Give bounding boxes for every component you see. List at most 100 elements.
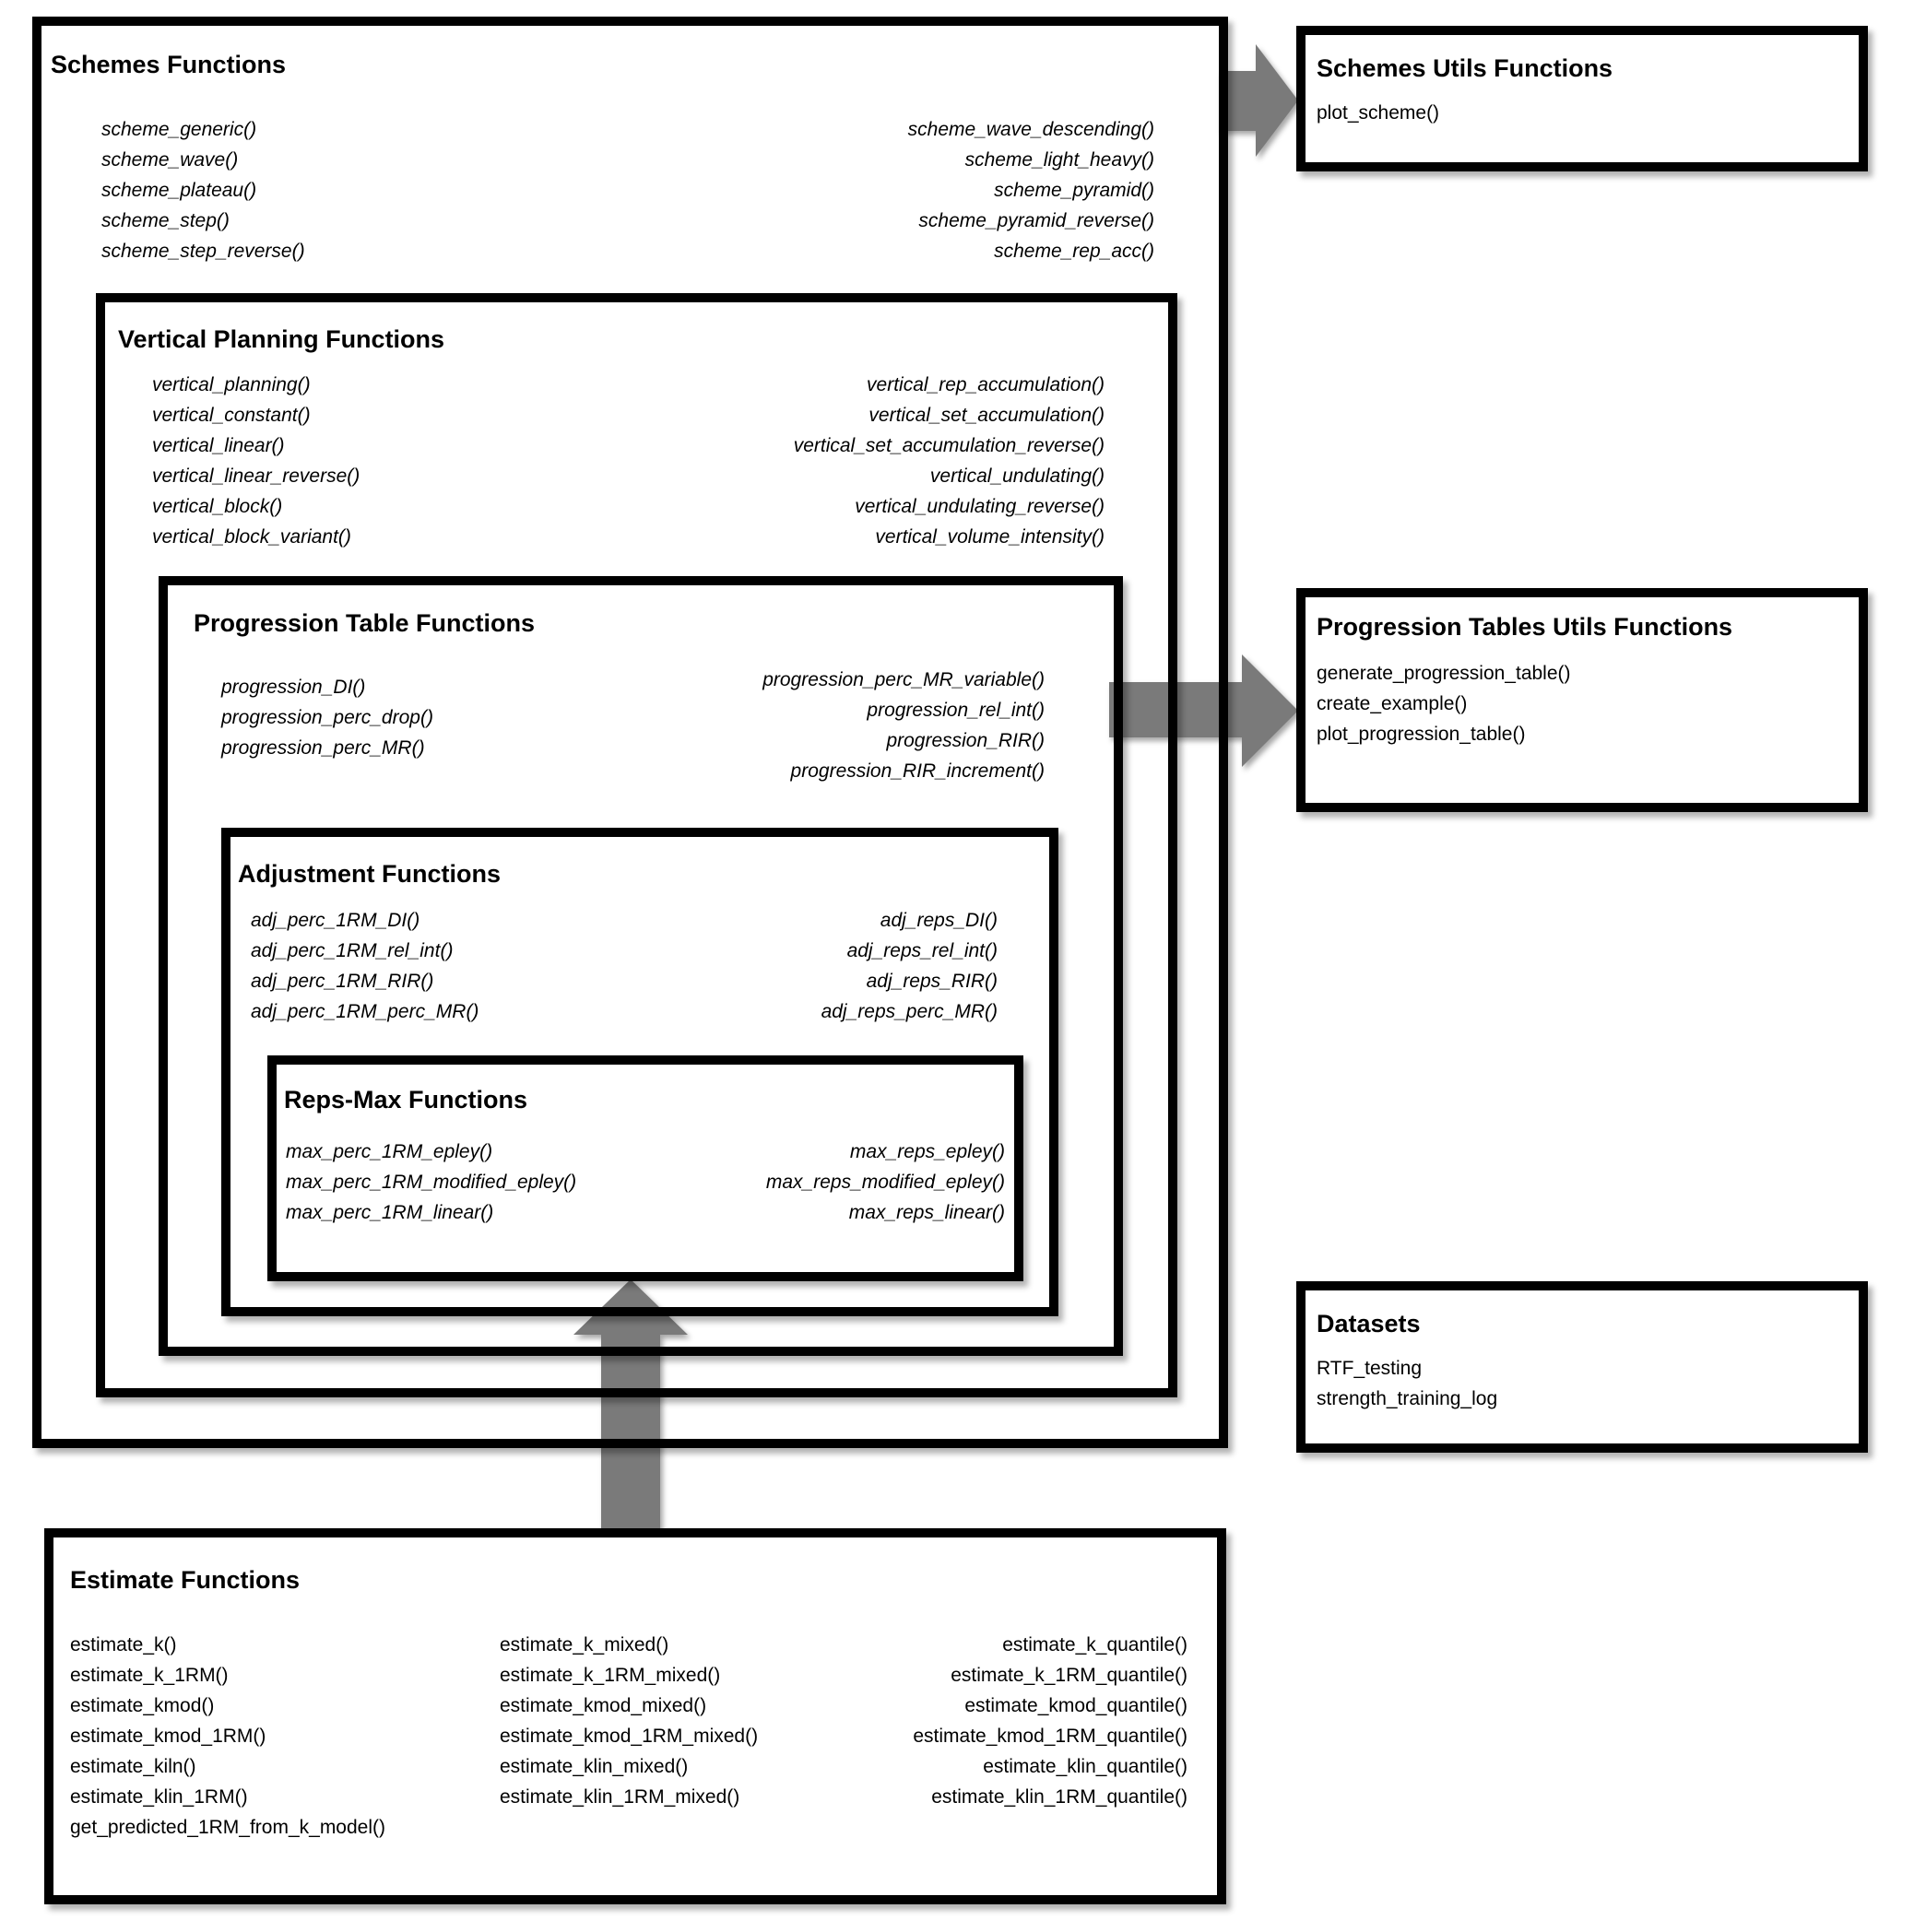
- function-label: scheme_light_heavy(): [964, 149, 1154, 171]
- schemes-functions-box: Schemes Functions scheme_generic()scheme…: [32, 17, 1228, 1448]
- adjustment-right-column: adj_reps_DI() adj_reps_rel_int() adj_reps_…: [821, 905, 998, 1027]
- vertical-planning-left-column: vertical_planning()vertical_constant()ve…: [152, 370, 360, 552]
- function-label: adj_reps_DI(): [880, 910, 998, 931]
- schemes-utils-functions-title: Schemes Utils Functions: [1317, 54, 1613, 82]
- function-label: plot_scheme(): [1317, 102, 1440, 124]
- reps-max-left-column: max_perc_1RM_epley() max_perc_1RM_modifie…: [286, 1137, 576, 1228]
- function-label: adj_perc_1RM_DI(): [251, 910, 420, 931]
- function-label: vertical_volume_intensity(): [875, 526, 1105, 548]
- reps-max-right-column: max_reps_epley() max_reps_modified_epley(…: [766, 1137, 1005, 1228]
- vertical-planning-right-column: vertical_rep_accumulation() vertical_set_…: [794, 370, 1105, 552]
- function-label: scheme_wave_descending(): [907, 119, 1154, 140]
- function-label: scheme_generic(): [101, 119, 257, 140]
- reps-max-functions-box: Reps-Max Functions max_perc_1RM_epley()m…: [267, 1055, 1023, 1281]
- estimate-left-column: estimate_k() estimate_k_1RM() estimate_kmo…: [70, 1630, 385, 1843]
- function-label: scheme_plateau(): [101, 180, 257, 201]
- estimate-functions-box: Estimate Functions estimate_k()estimate_…: [44, 1528, 1226, 1904]
- function-label: max_perc_1RM_modified_epley(): [286, 1172, 577, 1193]
- function-label: progression_perc_drop(): [221, 707, 433, 728]
- schemes-functions-title: Schemes Functions: [51, 51, 287, 78]
- function-label: adj_reps_perc_MR(): [821, 1001, 998, 1022]
- function-label: max_reps_epley(): [849, 1141, 1005, 1162]
- function-label: scheme_step(): [101, 210, 230, 231]
- datasets-title: Datasets: [1317, 1310, 1421, 1337]
- schemes-utils-list: plot_scheme(): [1317, 98, 1439, 128]
- function-label: strength_training_log: [1317, 1388, 1498, 1409]
- datasets-box: Datasets RTF_testing strength_training_lo…: [1296, 1281, 1868, 1453]
- function-label: estimate_kmod_quantile(): [964, 1695, 1187, 1716]
- function-label: estimate_kmod_mixed(): [500, 1695, 707, 1716]
- estimate-right-column: estimate_k_quantile() estimate_k_1RM_quan…: [913, 1630, 1187, 1812]
- progression-table-functions-box: Progression Table Functions progression_…: [159, 576, 1123, 1356]
- function-label: estimate_k(): [70, 1634, 177, 1655]
- function-label: estimate_klin_1RM_mixed(): [500, 1786, 740, 1808]
- function-label: estimate_kmod_1RM_quantile(): [913, 1726, 1187, 1747]
- progression-table-right-column: progression_perc_MR_variable() progressio…: [762, 665, 1045, 786]
- function-label: vertical_linear(): [152, 435, 285, 456]
- function-label: adj_reps_RIR(): [866, 971, 998, 992]
- function-label: max_perc_1RM_linear(): [286, 1202, 494, 1223]
- function-label: create_example(): [1317, 693, 1468, 714]
- arrow-estimate-to-repsmax-icon: [573, 1279, 688, 1530]
- schemes-functions-left-column: scheme_generic() scheme_wave() scheme_plat…: [101, 114, 305, 266]
- function-label: scheme_wave(): [101, 149, 239, 171]
- function-label: vertical_block(): [152, 496, 283, 517]
- function-label: max_reps_linear(): [848, 1202, 1005, 1223]
- function-label: progression_RIR(): [886, 730, 1045, 751]
- reps-max-functions-title: Reps-Max Functions: [284, 1086, 528, 1113]
- function-label: adj_reps_rel_int(): [846, 940, 998, 961]
- estimate-middle-column: estimate_k_mixed() estimate_k_1RM_mixed()…: [500, 1630, 758, 1812]
- function-label: vertical_undulating_reverse(): [855, 496, 1105, 517]
- estimate-functions-title: Estimate Functions: [70, 1566, 301, 1594]
- function-label: vertical_constant(): [152, 405, 311, 426]
- progression-table-functions-title: Progression Table Functions: [194, 609, 536, 637]
- adjustment-functions-box: Adjustment Functions adj_perc_1RM_DI()ad…: [221, 828, 1058, 1316]
- function-label: estimate_k_1RM_mixed(): [500, 1665, 721, 1686]
- function-label: max_reps_modified_epley(): [765, 1172, 1005, 1193]
- function-label: progression_RIR_increment(): [790, 760, 1045, 782]
- function-label: estimate_kmod(): [70, 1695, 215, 1716]
- function-label: generate_progression_table(): [1317, 663, 1571, 684]
- schemes-utils-functions-box: Schemes Utils Functions plot_scheme(): [1296, 26, 1868, 171]
- function-label: scheme_pyramid_reverse(): [918, 210, 1154, 231]
- schemes-functions-right-column: scheme_wave_descending() scheme_light_hea…: [908, 114, 1154, 266]
- progression-tables-utils-functions-box: Progression Tables Utils Functions gener…: [1296, 588, 1868, 812]
- function-label: scheme_step_reverse(): [101, 241, 305, 262]
- progression-table-left-column: progression_DI()progression_perc_drop()p…: [221, 672, 433, 763]
- function-label: progression_perc_MR_variable(): [762, 669, 1045, 690]
- function-label: get_predicted_1RM_from_k_model(): [70, 1817, 385, 1838]
- function-label: estimate_klin_mixed(): [500, 1756, 689, 1777]
- function-label: vertical_linear_reverse(): [152, 465, 360, 487]
- function-label: estimate_k_1RM_quantile(): [951, 1665, 1187, 1686]
- function-label: vertical_block_variant(): [152, 526, 351, 548]
- function-label: estimate_k_mixed(): [500, 1634, 669, 1655]
- function-label: vertical_set_accumulation_reverse(): [793, 435, 1105, 456]
- function-label: RTF_testing: [1317, 1358, 1422, 1379]
- adjustment-left-column: adj_perc_1RM_DI() adj_perc_1RM_rel_int()a…: [251, 905, 478, 1027]
- function-label: estimate_k_1RM(): [70, 1665, 229, 1686]
- function-label: estimate_klin_1RM(): [70, 1786, 248, 1808]
- function-label: estimate_k_quantile(): [1002, 1634, 1187, 1655]
- function-label: adj_perc_1RM_perc_MR(): [251, 1001, 479, 1022]
- function-label: adj_perc_1RM_RIR(): [251, 971, 434, 992]
- function-label: scheme_rep_acc(): [994, 241, 1154, 262]
- function-label: vertical_set_accumulation(): [868, 405, 1105, 426]
- function-label: progression_DI(): [221, 677, 366, 698]
- function-label: max_perc_1RM_epley(): [286, 1141, 493, 1162]
- progression-tables-utils-functions-title: Progression Tables Utils Functions: [1317, 613, 1733, 641]
- datasets-list: RTF_testing strength_training_log: [1317, 1353, 1497, 1414]
- adjustment-functions-title: Adjustment Functions: [238, 860, 501, 888]
- function-label: vertical_rep_accumulation(): [867, 374, 1105, 395]
- function-label: adj_perc_1RM_rel_int(): [251, 940, 454, 961]
- arrow-schemes-to-utils-icon: [1219, 44, 1298, 157]
- vertical-planning-functions-title: Vertical Planning Functions: [118, 325, 445, 353]
- progression-tables-utils-list: generate_progression_table() create_examp…: [1317, 658, 1571, 749]
- function-label: progression_rel_int(): [867, 700, 1045, 721]
- function-label: scheme_pyramid(): [994, 180, 1154, 201]
- function-label: vertical_undulating(): [929, 465, 1105, 487]
- vertical-planning-functions-box: Vertical Planning Functions vertical_pla…: [96, 293, 1177, 1397]
- function-label: estimate_kmod_1RM_mixed(): [500, 1726, 759, 1747]
- function-label: estimate_kmod_1RM(): [70, 1726, 266, 1747]
